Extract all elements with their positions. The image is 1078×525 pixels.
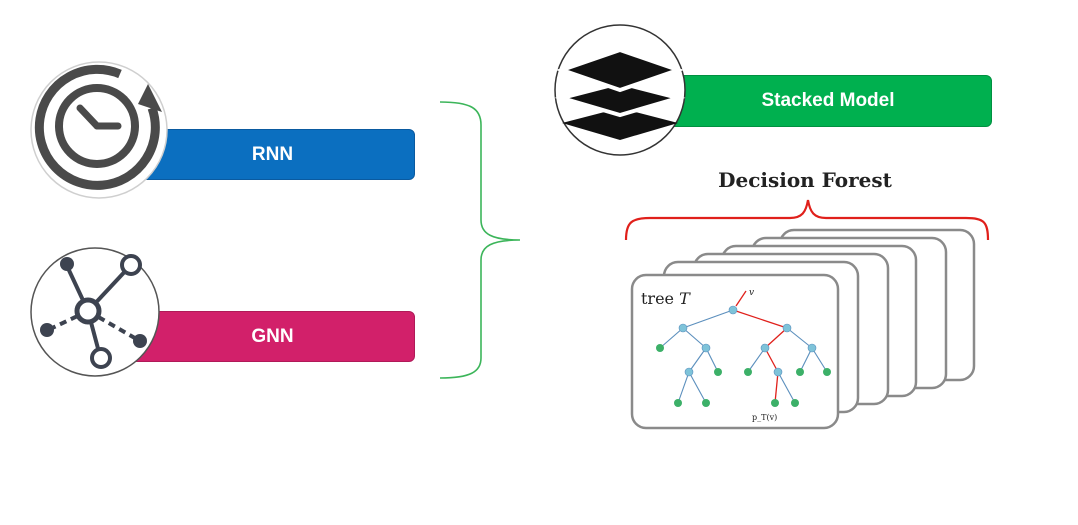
clock-cycle-icon — [30, 61, 168, 199]
decision-tree: tree T v p_T(v) — [641, 288, 831, 422]
gnn-label: GNN — [251, 325, 294, 347]
forest-brace — [624, 199, 990, 241]
rnn-label: RNN — [251, 143, 294, 165]
layers-stack-icon — [554, 24, 686, 156]
rnn-bar: RNN — [130, 129, 415, 180]
tree-card-stack — [630, 228, 976, 430]
merge-bracket — [439, 101, 521, 379]
decision-forest-title: Decision Forest — [718, 168, 892, 192]
stacked-model-label: Stacked Model — [761, 90, 895, 111]
tree-label: tree T — [641, 289, 691, 308]
leaf-prob-label: p_T(v) — [752, 413, 777, 422]
stacked-model-bar: Stacked Model — [664, 75, 992, 127]
root-label: v — [749, 288, 754, 298]
graph-network-icon — [30, 247, 160, 377]
gnn-bar: GNN — [130, 311, 415, 362]
